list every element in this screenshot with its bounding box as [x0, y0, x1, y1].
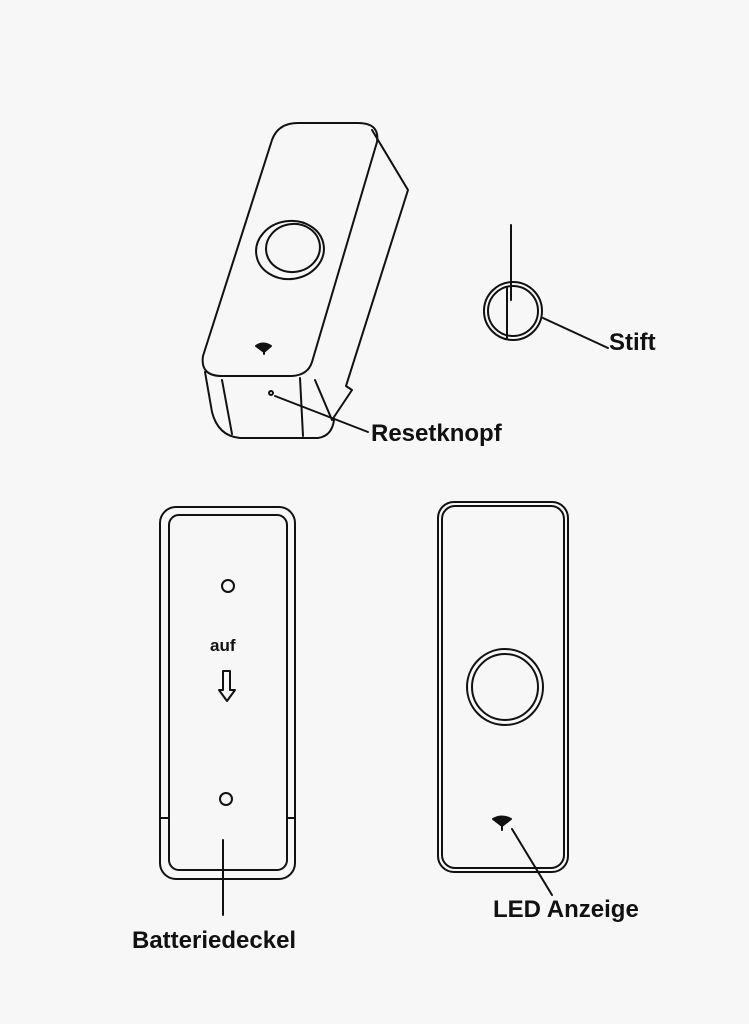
pin-loop-inner	[487, 285, 539, 337]
front-housing-inner	[441, 505, 565, 869]
back-view-battery-cover	[159, 506, 296, 916]
push-button-cap	[265, 222, 321, 274]
label-resetknopf: Resetknopf	[371, 420, 502, 447]
push-button-ring	[255, 219, 325, 281]
push-button-perspective-view	[201, 122, 409, 439]
device-bottom-edge-left	[221, 379, 233, 435]
screw-hole-bottom	[219, 792, 233, 806]
device-bottom-face	[204, 371, 335, 439]
label-led-anzeige: LED Anzeige	[493, 896, 639, 923]
screw-hole-top	[221, 579, 235, 593]
front-view-led	[437, 501, 569, 896]
label-batteriedeckel: Batteriedeckel	[132, 927, 297, 954]
led-marker-top-icon	[255, 342, 272, 353]
device-right-side	[314, 129, 409, 421]
led-indicator-icon	[492, 815, 512, 827]
reset-leader-line	[274, 395, 369, 433]
back-housing-outer	[159, 506, 296, 880]
pin-tool	[483, 224, 609, 349]
device-front-face	[201, 122, 379, 377]
front-button-ring	[466, 648, 544, 726]
pin-loop-outer	[483, 281, 543, 341]
front-housing-outer	[437, 501, 569, 873]
pin-leader-line	[542, 317, 609, 349]
arrow-down-icon	[218, 670, 236, 702]
led-leader-line	[511, 828, 553, 896]
label-stift: Stift	[609, 329, 656, 356]
label-auf: auf	[210, 636, 236, 655]
front-button-cap	[471, 653, 539, 721]
reset-hole	[268, 390, 274, 396]
back-housing-inner	[168, 514, 288, 871]
